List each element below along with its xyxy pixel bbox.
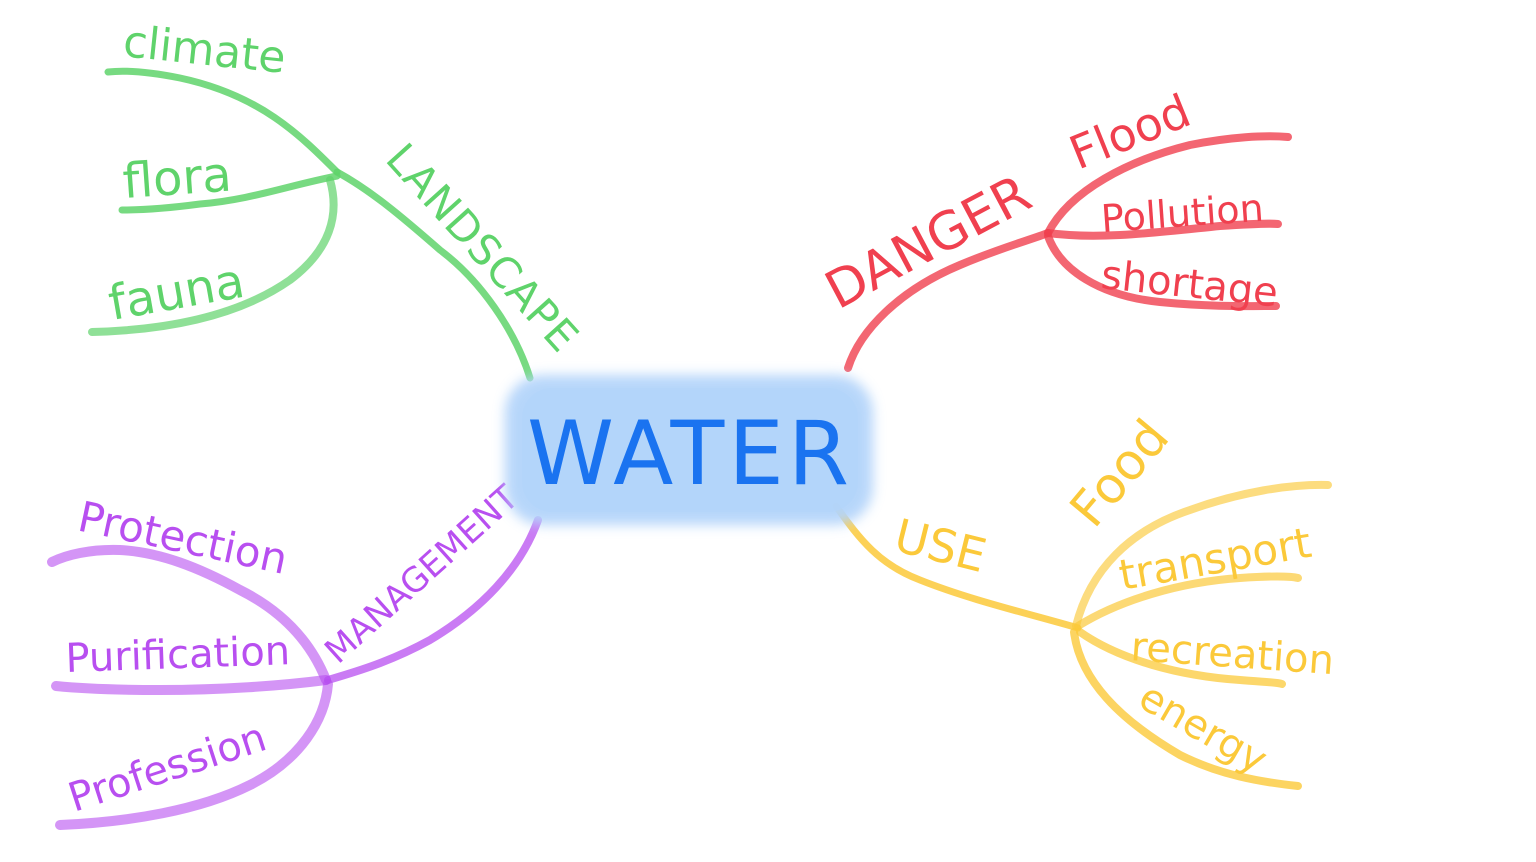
branch-landscape: LANDSCAPE climate flora fauna <box>88 16 589 382</box>
branch-line-shortage <box>1044 232 1280 311</box>
topic-fauna: fauna <box>104 253 248 332</box>
central-topic-label: WATER <box>527 402 853 505</box>
branch-line-flora <box>118 172 341 214</box>
branch-management: MANAGEMENT Protection Purification Profe… <box>47 478 542 830</box>
topic-profession: Profession <box>63 714 272 821</box>
central-topic: WATER <box>505 375 873 525</box>
branch-label-landscape: LANDSCAPE <box>377 134 589 362</box>
branch-use: USE Food transport recreation energy <box>832 409 1335 790</box>
branch-line-transport <box>1074 572 1302 630</box>
topic-protection: Protection <box>74 492 292 584</box>
branch-line-energy <box>1070 628 1302 790</box>
topic-purification: Purification <box>65 628 291 682</box>
branch-line-use <box>832 502 1082 632</box>
branch-line-pollution <box>1044 219 1282 240</box>
branch-line-management <box>324 516 542 684</box>
branch-line-climate <box>104 67 341 176</box>
branch-line-recreation <box>1076 628 1286 688</box>
central-topic-core <box>522 388 858 512</box>
branch-line-profession <box>55 679 333 830</box>
topic-pollution: Pollution <box>1100 186 1265 241</box>
branch-line-landscape <box>333 168 534 382</box>
branch-line-purification <box>51 675 331 695</box>
branch-line-flood <box>1044 132 1292 237</box>
topic-shortage: shortage <box>1099 252 1280 316</box>
topic-flora: flora <box>121 147 233 210</box>
branch-line-food <box>1072 480 1332 630</box>
topic-recreation: recreation <box>1129 624 1335 684</box>
branch-danger: DANGER Flood Pollution shortage <box>816 83 1292 372</box>
branch-line-protection <box>47 544 331 685</box>
branch-line-fauna <box>88 176 338 336</box>
branch-label-danger: DANGER <box>816 164 1041 322</box>
branch-line-danger <box>844 229 1052 372</box>
